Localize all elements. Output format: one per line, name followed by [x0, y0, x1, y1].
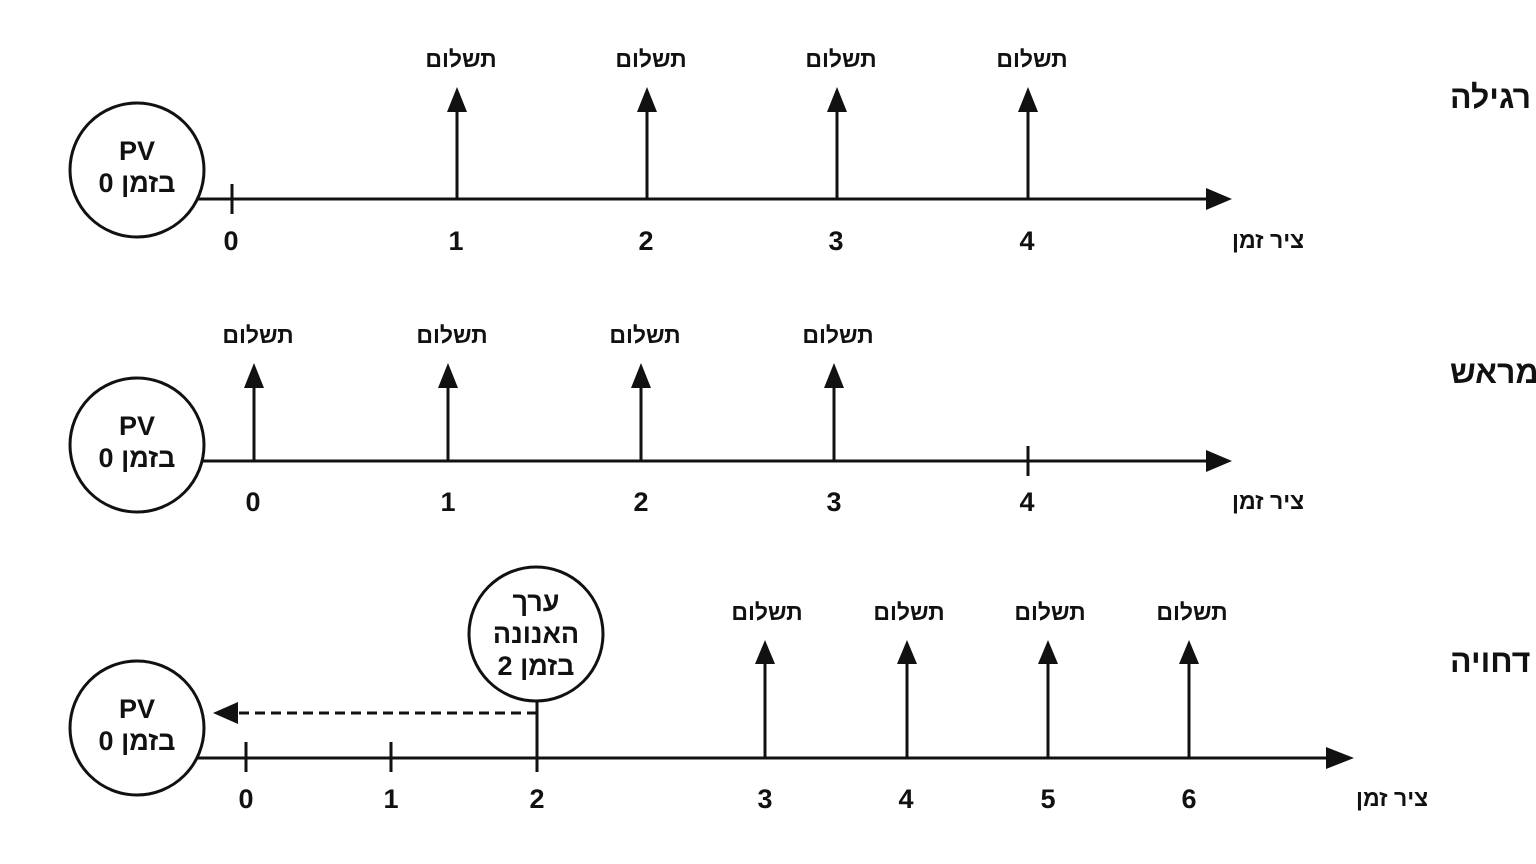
- payment-label: תשלום: [222, 322, 293, 348]
- payment-arrow: [637, 87, 657, 199]
- tick-label: 1: [440, 487, 455, 517]
- payment-arrow: [438, 363, 458, 461]
- pv-label: PV: [119, 694, 155, 724]
- tick-label: 0: [245, 487, 260, 517]
- tick-label: 1: [448, 226, 463, 256]
- payment-arrow: [897, 640, 917, 758]
- payment-label: תשלום: [805, 46, 876, 72]
- payment-arrow: [824, 363, 844, 461]
- tick-label: 3: [757, 784, 772, 814]
- pv-time-label: בזמן 0: [99, 726, 176, 756]
- payment-label: תשלום: [996, 46, 1067, 72]
- annuity-value-circle: [467, 565, 605, 703]
- pv-circle: [68, 659, 206, 797]
- pv-circle: [68, 101, 206, 239]
- tick-label: 2: [638, 226, 653, 256]
- payment-arrow: [755, 640, 775, 758]
- payment-label: תשלום: [1156, 599, 1227, 625]
- annuity-value-line: בזמן 2: [498, 651, 575, 681]
- payment-arrow: [1018, 87, 1038, 199]
- payment-arrow: [244, 363, 264, 461]
- row-deferred-annuity: סדרה דחויה תשלום תשלום תשלום תשלום 0 1 2…: [68, 565, 1536, 814]
- payment-label: תשלום: [873, 599, 944, 625]
- payment-arrow: [827, 87, 847, 199]
- pv-time-label: בזמן 0: [99, 168, 176, 198]
- axis-arrowhead: [1326, 747, 1354, 769]
- tick-label: 4: [1019, 487, 1034, 517]
- payment-arrow: [631, 363, 651, 461]
- payment-label: תשלום: [1014, 599, 1085, 625]
- tick-label: 6: [1181, 784, 1196, 814]
- tick-label: 3: [828, 226, 843, 256]
- payment-arrow: [1038, 640, 1058, 758]
- payment-label: תשלום: [416, 322, 487, 348]
- tick-label: 4: [1019, 226, 1034, 256]
- payment-label: תשלום: [615, 46, 686, 72]
- tick-label: 5: [1040, 784, 1055, 814]
- pv-label: PV: [119, 411, 155, 441]
- tick-label: 0: [223, 226, 238, 256]
- discount-arrowhead: [213, 702, 238, 724]
- axis-name: ציר זמן: [1356, 785, 1428, 811]
- payment-label: תשלום: [802, 322, 873, 348]
- row-title: סדרה דחויה: [1450, 643, 1536, 679]
- tick-label: 4: [898, 784, 913, 814]
- tick-label: 2: [529, 784, 544, 814]
- payment-label: תשלום: [425, 46, 496, 72]
- pv-circle: [68, 376, 206, 514]
- row-title: אנונה מראש: [1450, 354, 1536, 390]
- axis-name: ציר זמן: [1232, 488, 1304, 514]
- tick-label: 1: [383, 784, 398, 814]
- axis-name: ציר זמן: [1232, 227, 1304, 253]
- axis-arrowhead: [1206, 188, 1232, 210]
- annuity-value-line: האנונה: [493, 619, 579, 649]
- pv-label: PV: [119, 136, 155, 166]
- payment-label: תשלום: [731, 599, 802, 625]
- payment-arrow: [447, 87, 467, 199]
- tick-label: 2: [633, 487, 648, 517]
- payment-arrow: [1179, 640, 1199, 758]
- row-annuity-due: אנונה מראש תשלום תשלום תשלום תשלום 0 1 2…: [68, 322, 1536, 517]
- row-title: אנונה רגילה: [1450, 79, 1536, 115]
- tick-label: 0: [238, 784, 253, 814]
- pv-time-label: בזמן 0: [99, 443, 176, 473]
- annuity-value-line: ערך: [513, 587, 560, 617]
- tick-label: 3: [826, 487, 841, 517]
- axis-arrowhead: [1206, 450, 1232, 472]
- row-ordinary-annuity: אנונה רגילה תשלום תשלום תשלום תשלום 0 1: [68, 46, 1536, 256]
- payment-label: תשלום: [609, 322, 680, 348]
